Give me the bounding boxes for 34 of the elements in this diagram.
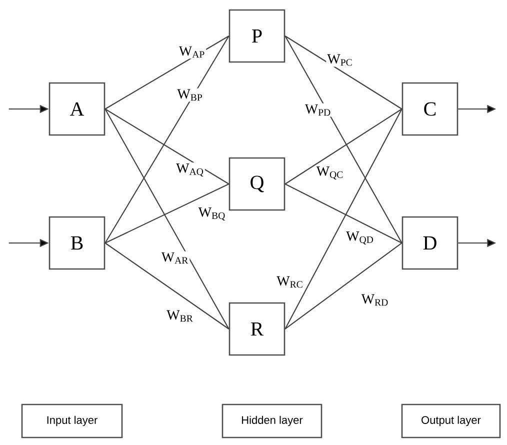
connection-line — [284, 36, 402, 110]
connection-line — [104, 108, 230, 184]
connection-line — [284, 36, 402, 244]
connection-line — [104, 108, 230, 330]
weight-label: W$_{AR}$ — [160, 251, 190, 265]
neuron-box: A — [48, 82, 106, 136]
weight-label: W$_{QC}$ — [315, 166, 345, 180]
layer-label-box: Output layer — [401, 404, 501, 438]
connection-line — [284, 108, 402, 330]
layer-label-box: Hidden layer — [222, 404, 322, 438]
neuron-box: Q — [228, 157, 286, 211]
weight-label: W$_{BP}$ — [176, 88, 204, 102]
weight-label: W$_{QD}$ — [345, 230, 375, 246]
connection-line — [284, 108, 402, 184]
connection-line — [284, 242, 402, 330]
connection-line — [104, 242, 230, 330]
neuron-box: R — [228, 302, 286, 356]
connection-line — [284, 184, 402, 244]
weight-label: W$_{PC}$ — [326, 53, 354, 67]
neuron-box: P — [228, 9, 286, 63]
connection-line — [104, 36, 230, 110]
neuron-box: B — [48, 216, 106, 270]
weight-label: W$_{BR}$ — [166, 309, 194, 323]
weight-label: W$_{AP}$ — [178, 45, 206, 59]
layer-label-box: Input layer — [21, 404, 123, 438]
weight-label: W$_{AQ}$ — [175, 162, 205, 178]
weight-label: W$_{RD}$ — [360, 293, 390, 307]
weight-label: W$_{RC}$ — [276, 275, 304, 289]
weight-label: W$_{BQ}$ — [197, 206, 227, 222]
neuron-box: D — [402, 216, 458, 270]
connection-line — [104, 36, 230, 244]
connection-line — [104, 184, 230, 244]
weight-label: W$_{PD}$ — [304, 103, 332, 117]
neuron-box: C — [402, 82, 458, 136]
